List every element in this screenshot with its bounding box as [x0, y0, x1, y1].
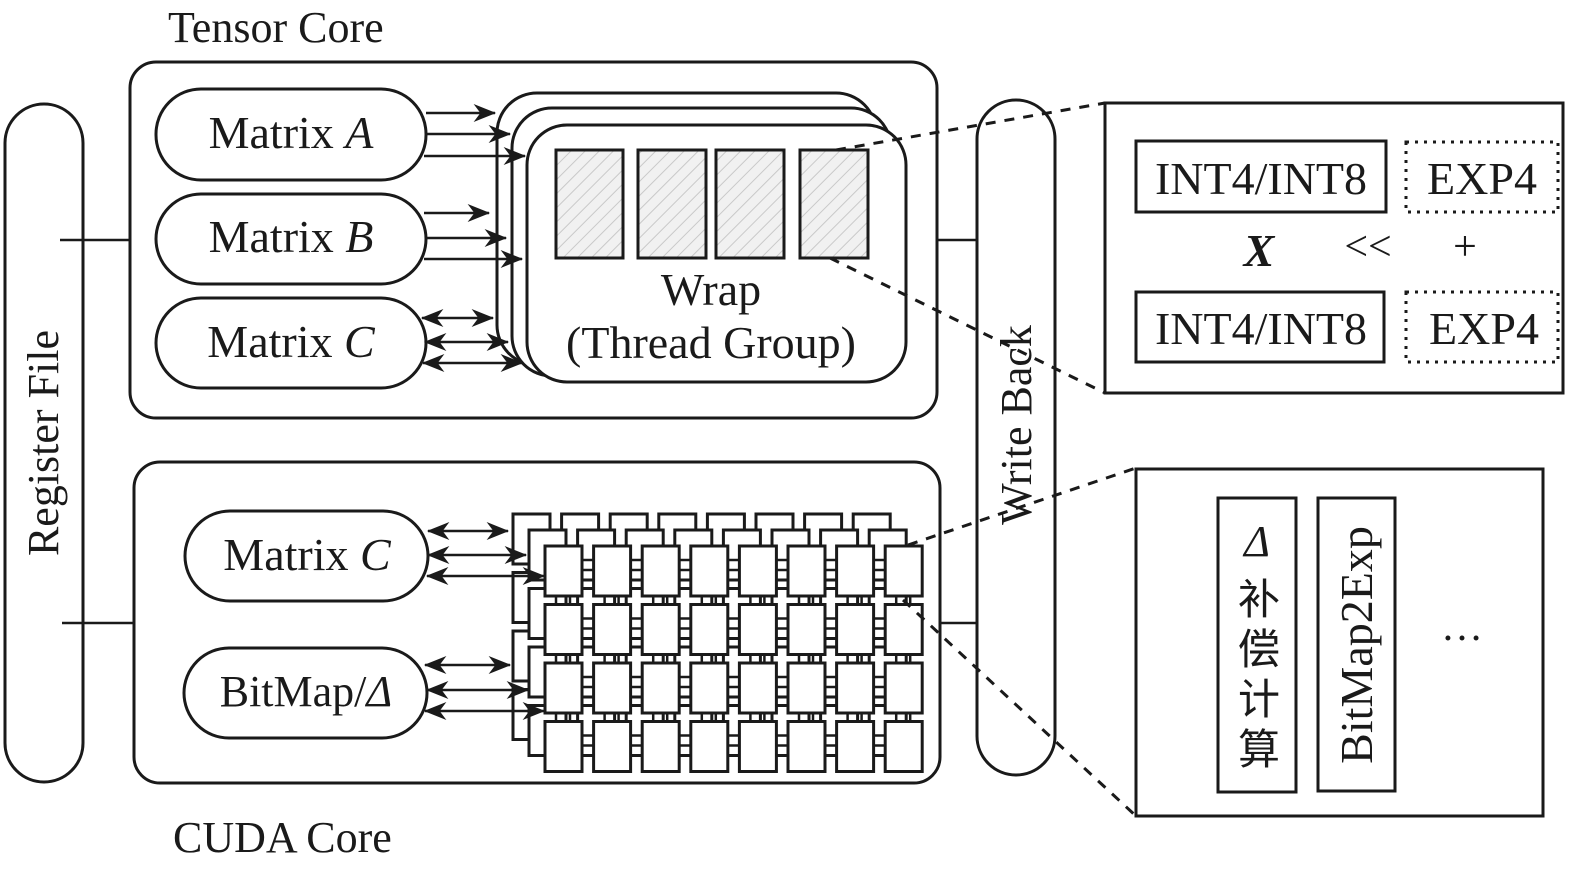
pe-cell [592, 661, 633, 715]
add-op: + [1453, 224, 1477, 270]
tensor-detail-box [1103, 101, 1565, 395]
tensor-detail-panel: INT4/INT8 EXP4 X << + INT4/INT8 EXP4 [1103, 101, 1565, 395]
tensor-core: Matrix A Matrix B Matrix C Wrap (Thread … [128, 60, 939, 420]
pe-cell [640, 661, 681, 715]
cuda-detail-panel: Δ 补 偿 计 算 BitMap2Exp … [1134, 467, 1545, 818]
register-file: Register File [3, 102, 85, 784]
matrix-a: Matrix A [154, 87, 428, 182]
shift-op: << [1344, 224, 1391, 270]
exp-label-top: EXP4 [1427, 153, 1537, 204]
warp-title: Wrap [661, 264, 761, 315]
pe-cell [543, 720, 584, 773]
pe-cell [689, 720, 730, 773]
zoom-line-tensor-top [835, 101, 1106, 152]
zoom-line-tensor-bottom [829, 256, 1106, 395]
pe-cell [640, 720, 681, 773]
pe-cell [883, 603, 924, 656]
bitmap2exp-unit: BitMap2Exp [1316, 496, 1397, 793]
bitmap-delta: BitMap/Δ [182, 646, 429, 740]
exp-box-bottom [1404, 290, 1560, 364]
pe-cell [592, 544, 633, 598]
pe-cell [543, 603, 584, 656]
pe-cell [786, 661, 827, 715]
pe-cell [786, 544, 827, 598]
write-back-label: Write Back [992, 325, 1041, 525]
matrix-a-label: Matrix A [209, 107, 375, 158]
cuda-detail-box [1134, 467, 1545, 818]
int-box-top [1134, 139, 1388, 214]
pe-cell [883, 661, 924, 715]
matrix-c-cuda-label: Matrix C [223, 529, 392, 580]
delta-compensation-box [1216, 496, 1298, 794]
pe-cell [640, 603, 681, 656]
delta-symbol: Δ [1242, 517, 1270, 566]
pe-cell [543, 661, 584, 715]
pe-cell [835, 720, 876, 773]
bitmap2exp-box [1316, 496, 1397, 793]
compensation-char-2: 偿 [1238, 628, 1280, 674]
int-box-bottom [1134, 290, 1386, 364]
pe-cell [737, 603, 778, 656]
pe-cell [786, 720, 827, 773]
matrix-b: Matrix B [154, 192, 428, 286]
pe-cell [592, 603, 633, 656]
thread-cell [714, 148, 786, 260]
register-file-bar [3, 102, 85, 784]
exp-label-bottom: EXP4 [1429, 303, 1539, 354]
cuda-core-label: CUDA Core [173, 813, 392, 862]
compensation-char-4: 算 [1238, 728, 1280, 774]
compensation-char-1: 补 [1238, 578, 1280, 624]
zoom-line-cuda-bottom [901, 598, 1138, 818]
pe-cell [737, 720, 778, 773]
pe-cell [835, 603, 876, 656]
warp-subtitle: (Thread Group) [566, 317, 856, 368]
pe-cell [786, 603, 827, 656]
matrix-c-tensor: Matrix C [154, 296, 428, 390]
compensation-char-3: 计 [1238, 678, 1280, 724]
thread-cell [636, 148, 708, 260]
write-back: Write Back [975, 98, 1057, 777]
thread-cell [798, 148, 870, 260]
bitmap-delta-label: BitMap/Δ [220, 667, 393, 716]
more-units-ellipsis: … [1441, 604, 1483, 650]
warp-stack: Wrap (Thread Group) [495, 91, 908, 384]
cuda-core: Matrix C BitMap/Δ [132, 460, 942, 785]
pe-cell [737, 661, 778, 715]
pe-cell [640, 544, 681, 598]
write-back-bar [975, 98, 1057, 777]
pe-cell [592, 720, 633, 773]
register-file-label: Register File [19, 330, 68, 556]
delta-compensation-unit: Δ 补 偿 计 算 [1216, 496, 1298, 794]
bitmap2exp-label: BitMap2Exp [1331, 526, 1382, 764]
thread-cell [554, 148, 625, 260]
matrix-c-tensor-label: Matrix C [207, 316, 376, 367]
int-label-bottom: INT4/INT8 [1155, 303, 1367, 354]
multiply-op: X [1242, 225, 1276, 276]
pe-grid [511, 512, 924, 773]
matrix-c-cuda: Matrix C [183, 509, 430, 603]
pe-cell [737, 544, 778, 598]
pe-cell [883, 544, 924, 598]
pe-cell [835, 661, 876, 715]
tensor-core-label: Tensor Core [168, 3, 384, 52]
int-label-top: INT4/INT8 [1155, 153, 1367, 204]
pe-cell [689, 544, 730, 598]
pe-cell [689, 603, 730, 656]
pe-cell [835, 544, 876, 598]
cuda-core-box [132, 460, 942, 785]
pe-cell [689, 661, 730, 715]
pe-cell [883, 720, 924, 773]
exp-box-top [1404, 140, 1560, 214]
zoom-line-cuda-top [907, 466, 1137, 547]
matrix-b-label: Matrix B [209, 211, 374, 262]
pe-cell [543, 544, 584, 598]
tensor-core-box [128, 60, 939, 420]
